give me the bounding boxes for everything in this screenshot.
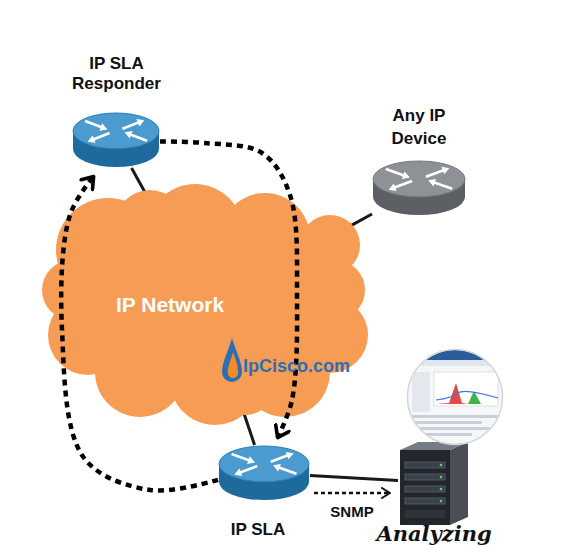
router-arrows (85, 119, 147, 143)
router-symbol (372, 160, 466, 216)
logo-flame (228, 352, 238, 378)
cloud-part (42, 260, 102, 320)
tool-label: Analyzing (369, 523, 499, 545)
server-vent (405, 510, 445, 518)
router-node: Any IP Device (372, 160, 466, 216)
router-arrow (247, 456, 255, 464)
router-arrows (386, 167, 452, 191)
router-top (219, 446, 309, 482)
router-arrow (136, 119, 144, 126)
status-led (440, 476, 443, 479)
screen-background (405, 348, 505, 448)
router-node: IP SLA (218, 445, 310, 501)
screen-row (412, 427, 492, 430)
router-arrow (271, 455, 290, 462)
router-arrow (125, 131, 133, 138)
chart-frame (434, 372, 498, 406)
cloud-fill (42, 184, 368, 425)
drive-bay (405, 486, 445, 492)
server-front (400, 450, 450, 525)
logo-drop (222, 338, 242, 382)
router-arrow (389, 184, 397, 192)
router-arrow (441, 167, 449, 175)
screen-row (412, 433, 472, 436)
router-arrow (88, 135, 96, 142)
status-led (440, 488, 443, 491)
router-top (373, 161, 465, 197)
router-arrow (286, 452, 294, 459)
router-symbol (218, 445, 310, 501)
device-label: Any IP Device (384, 104, 454, 150)
snmp-arrow (314, 492, 390, 495)
router-arrow (232, 454, 252, 461)
router-arrow (277, 467, 297, 474)
server-node: Analyzing (398, 440, 470, 525)
network-label: IP Network (105, 293, 235, 317)
router-arrow (428, 179, 436, 187)
router-arrow (234, 468, 242, 475)
watermark: IpCisco.com (243, 356, 373, 377)
device-label: IP SLA (208, 520, 308, 540)
screen-row (412, 421, 482, 424)
screenshot-illustration (405, 348, 505, 448)
drive-bay (405, 474, 445, 480)
router-arrow (273, 464, 281, 472)
router-arrow (432, 182, 452, 189)
link-line (310, 476, 398, 481)
status-led (440, 464, 443, 467)
router-top (73, 113, 159, 149)
drive-bay (405, 462, 445, 468)
router-arrow (392, 181, 412, 188)
screen-sidebar (412, 372, 430, 412)
probe-path (61, 177, 218, 491)
server-symbol (398, 440, 470, 525)
router-arrow (386, 169, 406, 176)
drive-bay (405, 498, 445, 504)
device-label: IP SLA Responder (69, 54, 164, 94)
status-led (440, 500, 443, 503)
router-arrow (99, 123, 107, 130)
chart-curve (436, 391, 498, 400)
chart-peak (436, 383, 468, 404)
router-arrows (232, 452, 297, 476)
router-arrow (402, 171, 410, 179)
router-node: IP SLA Responder (72, 112, 160, 168)
probe-path (160, 141, 297, 437)
screen-row (412, 415, 498, 418)
router-arrow (426, 170, 446, 177)
edge-label: SNMP (312, 503, 392, 520)
server-side (450, 442, 468, 525)
router-symbol (72, 112, 160, 168)
screenshot-border (408, 350, 503, 445)
router-arrow (238, 466, 257, 473)
